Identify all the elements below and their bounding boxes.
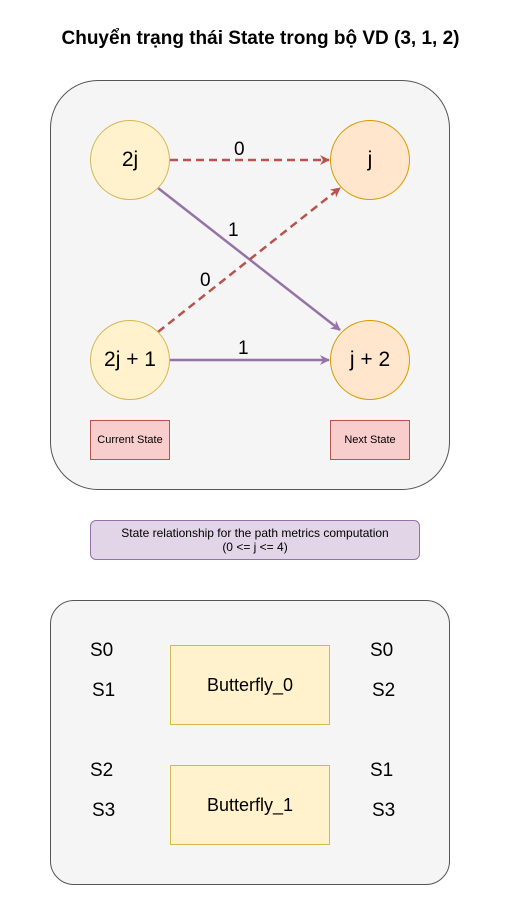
edge-label-2j1-to-j: 0 (200, 270, 211, 291)
edge-2j-to-j2 (157, 187, 341, 331)
butterfly-0-output-0: S0 (370, 640, 394, 661)
butterfly-0-input-0: S0 (90, 640, 114, 661)
current-state-label: Current State (90, 420, 170, 460)
butterfly-0-block: Butterfly_0 (170, 645, 330, 725)
butterfly-0-output-1: S2 (372, 680, 396, 701)
butterfly-1-output-0: S1 (370, 760, 394, 781)
diagram-title: Chuyển trạng thái State trong bộ VD (3, … (61, 28, 460, 49)
butterfly-1-block: Butterfly_1 (170, 765, 330, 845)
next-state-label: Next State (330, 420, 410, 460)
edge-label-2j-to-j: 0 (234, 139, 245, 160)
butterfly-1-input-1: S3 (92, 800, 116, 821)
caption-line-2: (0 <= j <= 4) (222, 540, 288, 554)
node-2j-plus-1: 2j + 1 (90, 320, 170, 400)
node-j-plus-2: j + 2 (330, 320, 410, 400)
node-2j: 2j (90, 120, 170, 200)
node-j: j (330, 120, 410, 200)
butterfly-1-output-1: S3 (372, 800, 396, 821)
caption-line-1: State relationship for the path metrics … (121, 526, 389, 540)
butterfly-0-input-1: S1 (92, 680, 116, 701)
state-relationship-caption: State relationship for the path metrics … (90, 520, 420, 560)
edge-label-2j1-to-j2: 1 (238, 338, 249, 359)
butterfly-1-input-0: S2 (90, 760, 114, 781)
edge-label-2j-to-j2: 1 (228, 220, 239, 241)
